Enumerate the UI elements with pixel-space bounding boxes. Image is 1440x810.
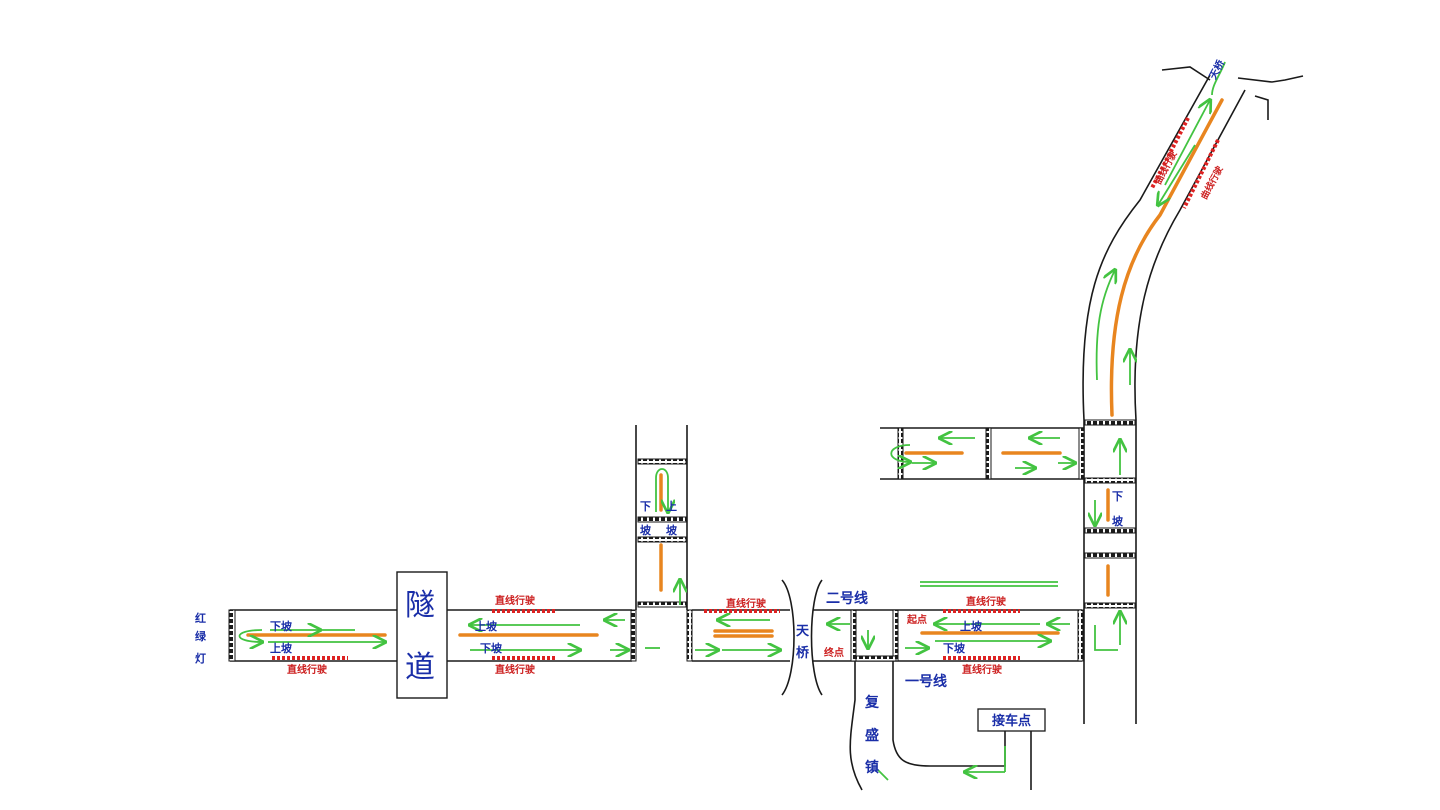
labels: 红 绿 灯 下坡 上坡 直线行驶 隧 道 直线行驶 上坡 下坡 直线行驶 下 上… bbox=[195, 57, 1228, 776]
start-label: 起点 bbox=[906, 613, 927, 626]
junction-north bbox=[605, 425, 718, 662]
road-town bbox=[849, 661, 1046, 791]
road-east bbox=[813, 581, 1084, 662]
straight-drive-label-west: 直线行驶 bbox=[287, 663, 327, 676]
uphill-label-east: 上坡 bbox=[960, 619, 983, 633]
straight-drive-label-bridge: 直线行驶 bbox=[726, 597, 766, 610]
terminal-label: 终点 bbox=[824, 646, 844, 659]
road-north-east bbox=[1083, 419, 1137, 724]
slope-label-junction-1: 坡 bbox=[640, 523, 652, 537]
traffic-light-label-3: 灯 bbox=[195, 651, 206, 665]
line1-label: 一号线 bbox=[905, 673, 947, 690]
tunnel-box bbox=[396, 571, 448, 699]
slope-label-east: 坡 bbox=[1112, 514, 1124, 528]
road-curve bbox=[1082, 61, 1304, 421]
top-bridge-label: 天桥 bbox=[1206, 57, 1227, 82]
town-label-3: 镇 bbox=[865, 759, 879, 776]
straight-drive-label-east-top: 直线行驶 bbox=[966, 595, 1006, 608]
downhill-label-mid: 下坡 bbox=[480, 641, 503, 655]
road-west bbox=[228, 609, 397, 662]
down-label-junction: 下 bbox=[640, 500, 651, 513]
uphill-label-west: 上坡 bbox=[270, 641, 293, 655]
slope-label-junction-2: 坡 bbox=[666, 523, 678, 537]
downhill-label-east: 下坡 bbox=[943, 641, 966, 655]
straight-drive-label-mid-bottom: 直线行驶 bbox=[495, 663, 535, 676]
line2-label: 二号线 bbox=[826, 590, 868, 607]
town-label-1: 复 bbox=[864, 694, 880, 711]
up-label-junction: 上 bbox=[666, 499, 677, 513]
bridge-label-1: 天 bbox=[796, 624, 810, 639]
traffic-light-label-1: 红 bbox=[195, 611, 206, 625]
tunnel-label-2: 道 bbox=[405, 650, 435, 685]
town-label-2: 盛 bbox=[865, 727, 879, 744]
pickup-point-label: 接车点 bbox=[992, 713, 1031, 729]
traffic-light-label-2: 绿 bbox=[195, 629, 207, 643]
road-to-bridge bbox=[692, 609, 790, 662]
bridge-label-2: 桥 bbox=[796, 645, 810, 661]
road-upper-west bbox=[880, 427, 1085, 480]
pickup-point-box bbox=[977, 708, 1046, 732]
bridge bbox=[781, 579, 823, 696]
uphill-label-mid: 上坡 bbox=[475, 619, 498, 633]
straight-drive-label-mid-top: 直线行驶 bbox=[495, 594, 535, 607]
down-label-east: 下 bbox=[1112, 490, 1123, 503]
tunnel-label-1: 隧 bbox=[405, 588, 435, 623]
straight-drive-label-east-bottom: 直线行驶 bbox=[962, 663, 1002, 676]
downhill-label-west: 下坡 bbox=[270, 619, 293, 633]
road-middle bbox=[447, 609, 632, 662]
